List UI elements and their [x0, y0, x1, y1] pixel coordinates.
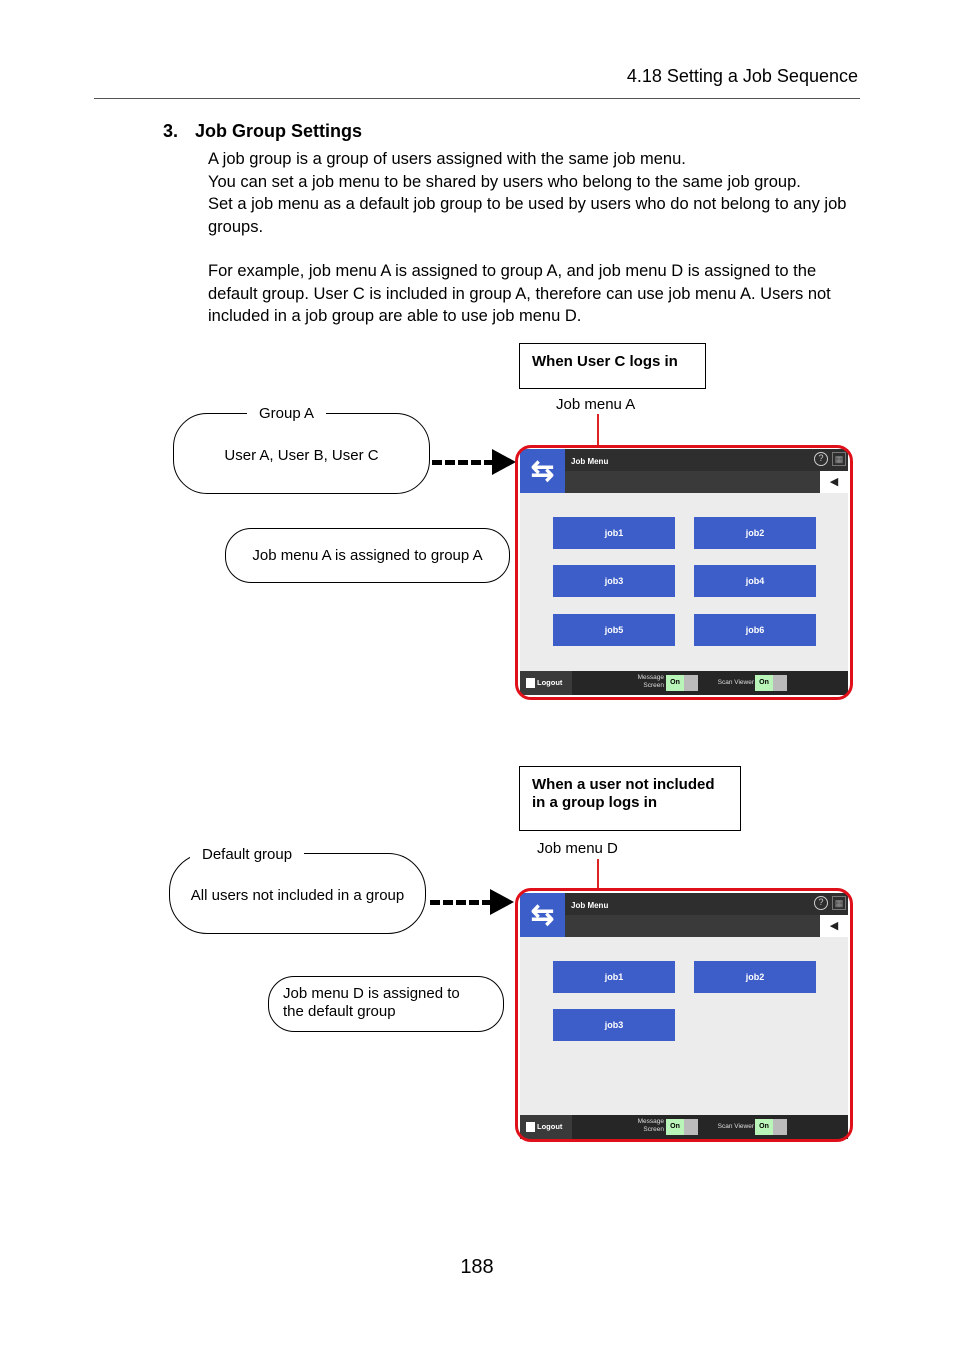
- job-button[interactable]: job2: [694, 517, 816, 549]
- group-members: User A, User B, User C: [224, 447, 379, 464]
- arrowhead-icon: [492, 449, 516, 475]
- toggle-knob: [684, 675, 698, 691]
- job-button[interactable]: job1: [553, 961, 675, 993]
- group-label: Group A: [247, 405, 327, 422]
- running-header: 4.18 Setting a Job Sequence: [626, 66, 858, 86]
- message-screen-toggle[interactable]: On: [666, 675, 698, 691]
- toggle-on-label: On: [755, 1119, 773, 1135]
- arrowhead-icon: [490, 889, 514, 915]
- caption-text: When a user not included: [532, 776, 715, 793]
- screen-top-bar: ⇆ Job Menu ? ▦ ◀: [520, 893, 848, 937]
- highlight-frame: [515, 888, 853, 1142]
- message-screen-label: Message Screen: [628, 674, 664, 690]
- screen-bottom-bar: Logout Message Screen On Scan Viewer On: [520, 671, 848, 695]
- group-members: All users not included in a group: [190, 887, 405, 904]
- note-line: Job menu D is assigned to: [283, 985, 460, 1002]
- caption-text: When User C logs in: [532, 353, 678, 370]
- note-line: the default group: [283, 1003, 396, 1020]
- logout-icon: [526, 678, 535, 689]
- screen-top-bar: ⇆ Job Menu ? ▦ ◀: [520, 449, 848, 493]
- section-number: 3.: [163, 121, 179, 141]
- toggle-knob: [773, 1119, 787, 1135]
- highlight-frame: [515, 445, 853, 700]
- message-screen-toggle[interactable]: On: [666, 1119, 698, 1135]
- logout-label: Logout: [537, 1122, 563, 1131]
- menu-label-a: Job menu A: [556, 396, 636, 413]
- job-button[interactable]: job2: [694, 961, 816, 993]
- help-icon[interactable]: ?: [814, 896, 828, 910]
- job-button[interactable]: job1: [553, 517, 675, 549]
- caption-box-2: When a user not included in a group logs…: [519, 766, 741, 831]
- para2-text: For example, job menu A is assigned to g…: [208, 262, 831, 325]
- help-icon[interactable]: ?: [814, 452, 828, 466]
- page-number: 188: [460, 1256, 494, 1278]
- group-label: Default group: [190, 846, 305, 863]
- paragraph-1: A job group is a group of users assigned…: [208, 148, 868, 238]
- dashed-arrow-line: [432, 460, 494, 465]
- menu-leader-line: [597, 414, 599, 446]
- scan-viewer-toggle[interactable]: On: [755, 675, 787, 691]
- label-line: Message: [637, 674, 664, 681]
- label-line: Screen: [643, 1126, 664, 1133]
- job-button[interactable]: job6: [694, 614, 816, 646]
- screen-subbar: [565, 915, 848, 937]
- caption-box-1: When User C logs in: [519, 343, 706, 389]
- toggle-on-label: On: [755, 675, 773, 691]
- screen-subbar: [565, 471, 848, 493]
- group-box-a: User A, User B, User C: [173, 413, 430, 494]
- label-line: Screen: [643, 682, 664, 689]
- toggle-on-label: On: [666, 1119, 684, 1135]
- job-button[interactable]: job3: [553, 1009, 675, 1041]
- back-arrow-icon[interactable]: ◀: [820, 471, 848, 493]
- toggle-knob: [773, 675, 787, 691]
- screen-title: Job Menu: [571, 901, 609, 910]
- job-button[interactable]: job3: [553, 565, 675, 597]
- scan-viewer-label: Scan Viewer: [717, 1123, 754, 1130]
- job-menu-screen-a: ⇆ Job Menu ? ▦ ◀ job1 job2 job3 job4 job…: [520, 449, 848, 695]
- scan-viewer-toggle[interactable]: On: [755, 1119, 787, 1135]
- assign-note-d: Job menu D is assigned to the default gr…: [268, 976, 504, 1032]
- section-title-text: Job Group Settings: [195, 121, 363, 141]
- assign-note-a: Job menu A is assigned to group A: [225, 528, 510, 583]
- default-group-box: All users not included in a group: [169, 853, 426, 934]
- paragraph-2: For example, job menu A is assigned to g…: [208, 260, 860, 328]
- toggle-knob: [684, 1119, 698, 1135]
- dashed-arrow-line: [430, 900, 492, 905]
- job-menu-screen-d: ⇆ Job Menu ? ▦ ◀ job1 job2 job3 Logout M…: [520, 893, 848, 1139]
- job-button[interactable]: job5: [553, 614, 675, 646]
- para1-line: A job group is a group of users assigned…: [208, 150, 686, 168]
- header-rule: [94, 98, 860, 99]
- section-title: 3. Job Group Settings: [163, 121, 362, 142]
- job-button[interactable]: job4: [694, 565, 816, 597]
- caption-text: in a group logs in: [532, 794, 657, 811]
- toggle-on-label: On: [666, 675, 684, 691]
- assign-note-text: Job menu D is assigned to the default gr…: [283, 985, 460, 1021]
- scan-viewer-label: Scan Viewer: [717, 679, 754, 686]
- screen-title: Job Menu: [571, 457, 609, 466]
- menu-label-d: Job menu D: [537, 840, 618, 857]
- para1-line: You can set a job menu to be shared by u…: [208, 172, 801, 191]
- message-screen-label: Message Screen: [628, 1118, 664, 1134]
- back-arrow-icon[interactable]: ◀: [820, 915, 848, 937]
- logout-label: Logout: [537, 678, 563, 687]
- menu-leader-line: [597, 859, 599, 889]
- label-line: Message: [637, 1118, 664, 1125]
- screen-bottom-bar: Logout Message Screen On Scan Viewer On: [520, 1115, 848, 1139]
- assign-note-text: Job menu A is assigned to group A: [252, 547, 483, 564]
- para1-line: Set a job menu as a default job group to…: [208, 195, 847, 236]
